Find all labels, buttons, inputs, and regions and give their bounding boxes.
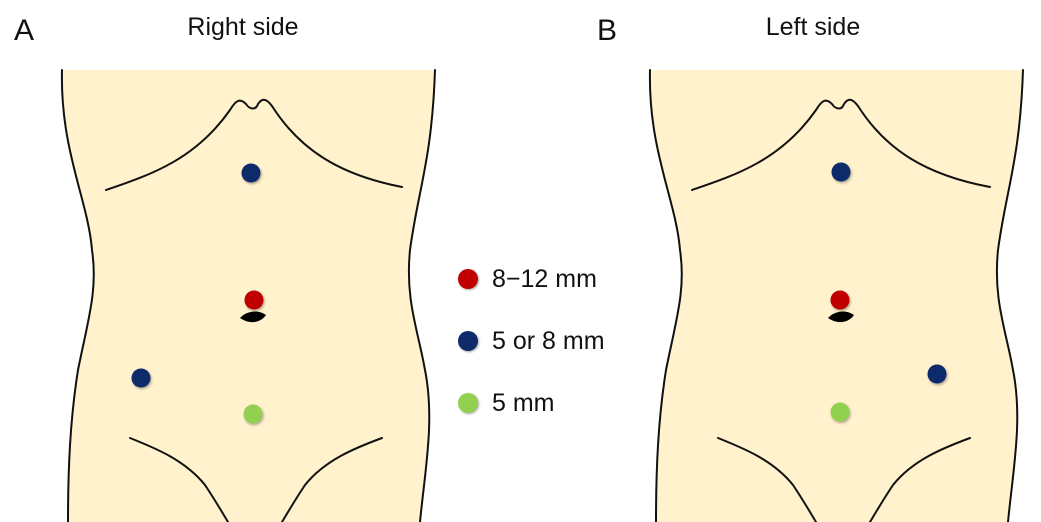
port-a-umbilical [245,291,264,310]
legend-item-red: 8−12 mm [458,248,605,310]
legend: 8−12 mm 5 or 8 mm 5 mm [458,248,605,434]
port-b-suprapubic [831,403,850,422]
port-b-epigastric [832,163,851,182]
legend-label: 5 mm [492,389,555,418]
torso-b [650,70,1023,522]
port-b-lateral [928,365,947,384]
torso-a [62,70,435,522]
legend-item-blue: 5 or 8 mm [458,310,605,372]
port-a-suprapubic [244,405,263,424]
legend-item-green: 5 mm [458,372,605,434]
port-a-lateral [132,369,151,388]
red-dot-icon [458,269,478,289]
port-b-umbilical [831,291,850,310]
green-dot-icon [458,393,478,413]
blue-dot-icon [458,331,478,351]
legend-label: 8−12 mm [492,265,597,294]
legend-label: 5 or 8 mm [492,327,605,356]
port-a-epigastric [242,164,261,183]
